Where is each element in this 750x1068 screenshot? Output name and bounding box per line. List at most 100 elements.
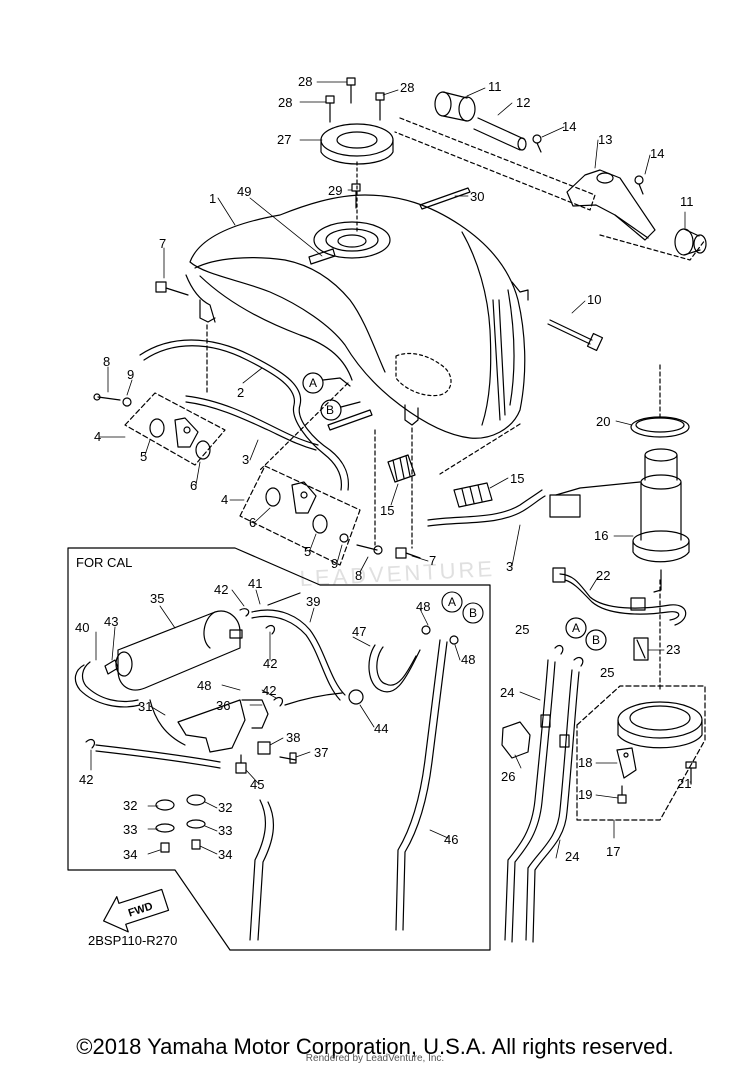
label-35: 35 <box>150 591 164 606</box>
label-23: 23 <box>666 642 680 657</box>
label-A3: A <box>448 595 456 609</box>
label-31: 31 <box>138 699 152 714</box>
label-7a: 7 <box>159 236 166 251</box>
hose-24 <box>504 659 580 943</box>
label-41: 41 <box>248 576 262 591</box>
label-7b: 7 <box>429 553 436 568</box>
gasket-20 <box>630 416 690 438</box>
grommet-box-lower <box>239 465 361 566</box>
label-15b: 15 <box>510 471 524 486</box>
label-24b: 24 <box>565 849 579 864</box>
parts-diagram: LEADVENTURE <box>67 74 707 951</box>
label-46: 46 <box>444 832 458 847</box>
label-A2: A <box>572 621 580 635</box>
clip-23 <box>633 637 649 661</box>
label-44: 44 <box>374 721 388 736</box>
label-42c: 42 <box>262 683 276 698</box>
label-26: 26 <box>501 769 515 784</box>
for-cal-box <box>67 547 491 951</box>
label-25b: 25 <box>600 665 614 680</box>
label-14a: 14 <box>562 119 576 134</box>
label-18: 18 <box>578 755 592 770</box>
label-48c: 48 <box>461 652 475 667</box>
label-28b: 28 <box>278 95 292 110</box>
screw-29 <box>351 183 361 209</box>
diagram-code: 2BSP110-R270 <box>88 933 177 948</box>
label-30: 30 <box>470 189 484 204</box>
hose-2 <box>139 339 350 491</box>
rendered-by-note: Rendered by LeadVenture, Inc. <box>305 1053 445 1064</box>
callouts-for-cal <box>441 591 484 624</box>
label-34a: 34 <box>123 847 137 862</box>
label-8b: 8 <box>355 568 362 583</box>
copyright-notice: ©2018 Yamaha Motor Corporation, U.S.A. A… <box>76 1034 674 1059</box>
label-16: 16 <box>594 528 608 543</box>
bolt-7-upper <box>155 281 189 296</box>
cap-screws <box>325 77 385 123</box>
label-2: 2 <box>237 385 244 400</box>
label-28a: 28 <box>298 74 312 89</box>
label-42d: 42 <box>79 772 93 787</box>
label-38: 38 <box>286 730 300 745</box>
label-17: 17 <box>606 844 620 859</box>
callout-a-left <box>302 372 351 394</box>
screw-19 <box>617 785 627 804</box>
label-11a: 11 <box>488 79 502 94</box>
label-37: 37 <box>314 745 328 760</box>
label-43: 43 <box>104 614 118 629</box>
bracket-assembly <box>394 91 707 261</box>
label-32a: 32 <box>123 798 137 813</box>
label-12: 12 <box>516 95 530 110</box>
label-11b: 11 <box>680 194 694 209</box>
label-4b: 4 <box>221 492 228 507</box>
label-28c: 28 <box>400 80 414 95</box>
label-4a: 4 <box>94 429 101 444</box>
label-3b: 3 <box>506 559 513 574</box>
label-9a: 9 <box>127 367 134 382</box>
label-49: 49 <box>237 184 251 199</box>
labels: 28 28 28 27 29 49 1 30 11 12 14 13 14 11… <box>75 74 694 948</box>
label-A1: A <box>309 376 317 390</box>
hose-3-right <box>427 489 546 527</box>
callout-b-left <box>320 399 361 421</box>
label-24a: 24 <box>500 685 514 700</box>
screw-21 <box>685 761 697 785</box>
filler-cap <box>320 123 394 233</box>
strip-3 <box>327 409 373 431</box>
emblem-30 <box>419 187 471 210</box>
watermark: LEADVENTURE <box>299 556 496 591</box>
pump-plate <box>617 701 703 749</box>
label-5a: 5 <box>140 449 147 464</box>
label-27: 27 <box>277 132 291 147</box>
bracket-18 <box>616 747 637 779</box>
pad-15b <box>453 482 493 508</box>
pipe-22 <box>552 567 687 626</box>
label-8a: 8 <box>103 354 110 369</box>
label-48a: 48 <box>197 678 211 693</box>
box-17 <box>576 685 706 821</box>
label-15a: 15 <box>380 503 394 518</box>
callout-a-right <box>565 617 587 639</box>
hose-3-left <box>185 395 319 451</box>
label-6b: 6 <box>249 515 256 530</box>
label-B3: B <box>469 606 477 620</box>
label-34b: 34 <box>218 847 232 862</box>
label-B1: B <box>326 403 334 417</box>
label-29: 29 <box>328 183 342 198</box>
fuel-pump-16 <box>549 448 690 593</box>
label-14b: 14 <box>650 146 664 161</box>
grommet-box-upper <box>124 392 226 466</box>
for-cal-label: FOR CAL <box>76 555 132 570</box>
fwd-arrow <box>103 888 170 933</box>
clamp-26 <box>501 721 531 759</box>
fuel-tank <box>185 194 529 439</box>
label-45: 45 <box>250 777 264 792</box>
label-3a: 3 <box>242 452 249 467</box>
label-9b: 9 <box>331 556 338 571</box>
label-1: 1 <box>209 191 216 206</box>
label-B2: B <box>592 633 600 647</box>
label-13: 13 <box>598 132 612 147</box>
bolt-10 <box>547 319 604 352</box>
leader-lines <box>206 324 661 691</box>
label-leaders <box>90 81 692 859</box>
